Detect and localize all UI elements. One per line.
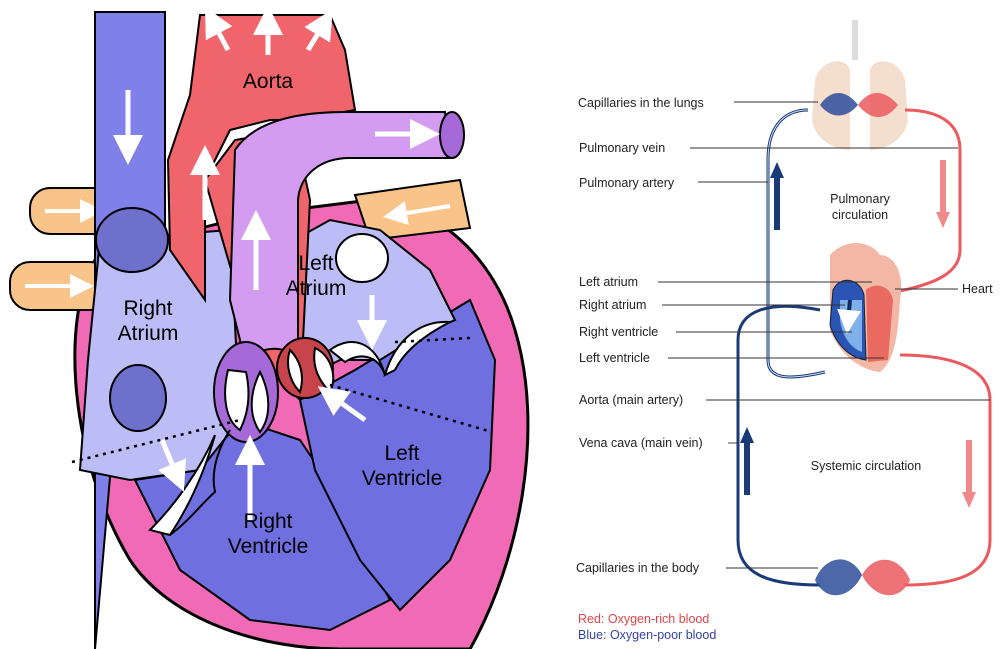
label-right-atrium-2: Atrium	[118, 322, 179, 345]
vena-cava-opening-top	[96, 208, 168, 272]
heart-small	[830, 243, 901, 372]
vena-cava-vessel	[738, 306, 820, 585]
label-capillaries-body: Capillaries in the body	[576, 561, 700, 575]
label-pulmonary-vein: Pulmonary vein	[579, 141, 665, 155]
label-left-atrium-1: Left	[298, 252, 333, 275]
label-capillaries-lungs: Capillaries in the lungs	[578, 96, 704, 110]
label-left-ventricle-2: Ventricle	[362, 467, 443, 490]
label-vena-cava: Vena cava (main vein)	[579, 436, 703, 450]
vena-cava-opening-bottom	[110, 365, 166, 431]
legend-blue: Blue: Oxygen-poor blood	[578, 628, 716, 642]
heart-illustration: Aorta Right Atrium Left Atrium Left Vent…	[10, 12, 528, 649]
label-left-atrium-2: Atrium	[286, 277, 347, 300]
lungs-illustration	[812, 20, 908, 150]
label-right-atrium: Right atrium	[579, 298, 646, 312]
pulmonary-artery-end	[440, 112, 464, 158]
legend-red: Red: Oxygen-rich blood	[578, 612, 709, 626]
label-right-ventricle-2: Ventricle	[228, 535, 309, 558]
pulmonary-vein-vessel	[895, 110, 960, 292]
label-pulmonary-artery: Pulmonary artery	[579, 176, 675, 190]
label-left-atrium: Left atrium	[579, 275, 638, 289]
right-atrium	[80, 230, 240, 480]
label-pulmonary-circulation-1: Pulmonary	[830, 192, 890, 206]
pulmonary-vein-opening	[336, 234, 388, 282]
label-pulmonary-circulation-2: circulation	[832, 208, 888, 222]
label-aorta-main: Aorta (main artery)	[579, 393, 683, 407]
pulmonary-artery-vessel	[768, 110, 825, 377]
label-right-ventricle: Right ventricle	[579, 325, 658, 339]
label-left-ventricle: Left ventricle	[579, 351, 650, 365]
label-systemic-circulation: Systemic circulation	[811, 459, 921, 473]
body-capillaries	[815, 559, 910, 595]
label-right-atrium-1: Right	[123, 297, 172, 320]
label-aorta: Aorta	[243, 70, 294, 93]
label-left-ventricle-1: Left	[384, 442, 419, 465]
label-right-ventricle-1: Right	[243, 510, 292, 533]
circulation-diagram: Capillaries in the lungs Pulmonary vein …	[576, 20, 993, 642]
label-heart: Heart	[962, 282, 993, 296]
